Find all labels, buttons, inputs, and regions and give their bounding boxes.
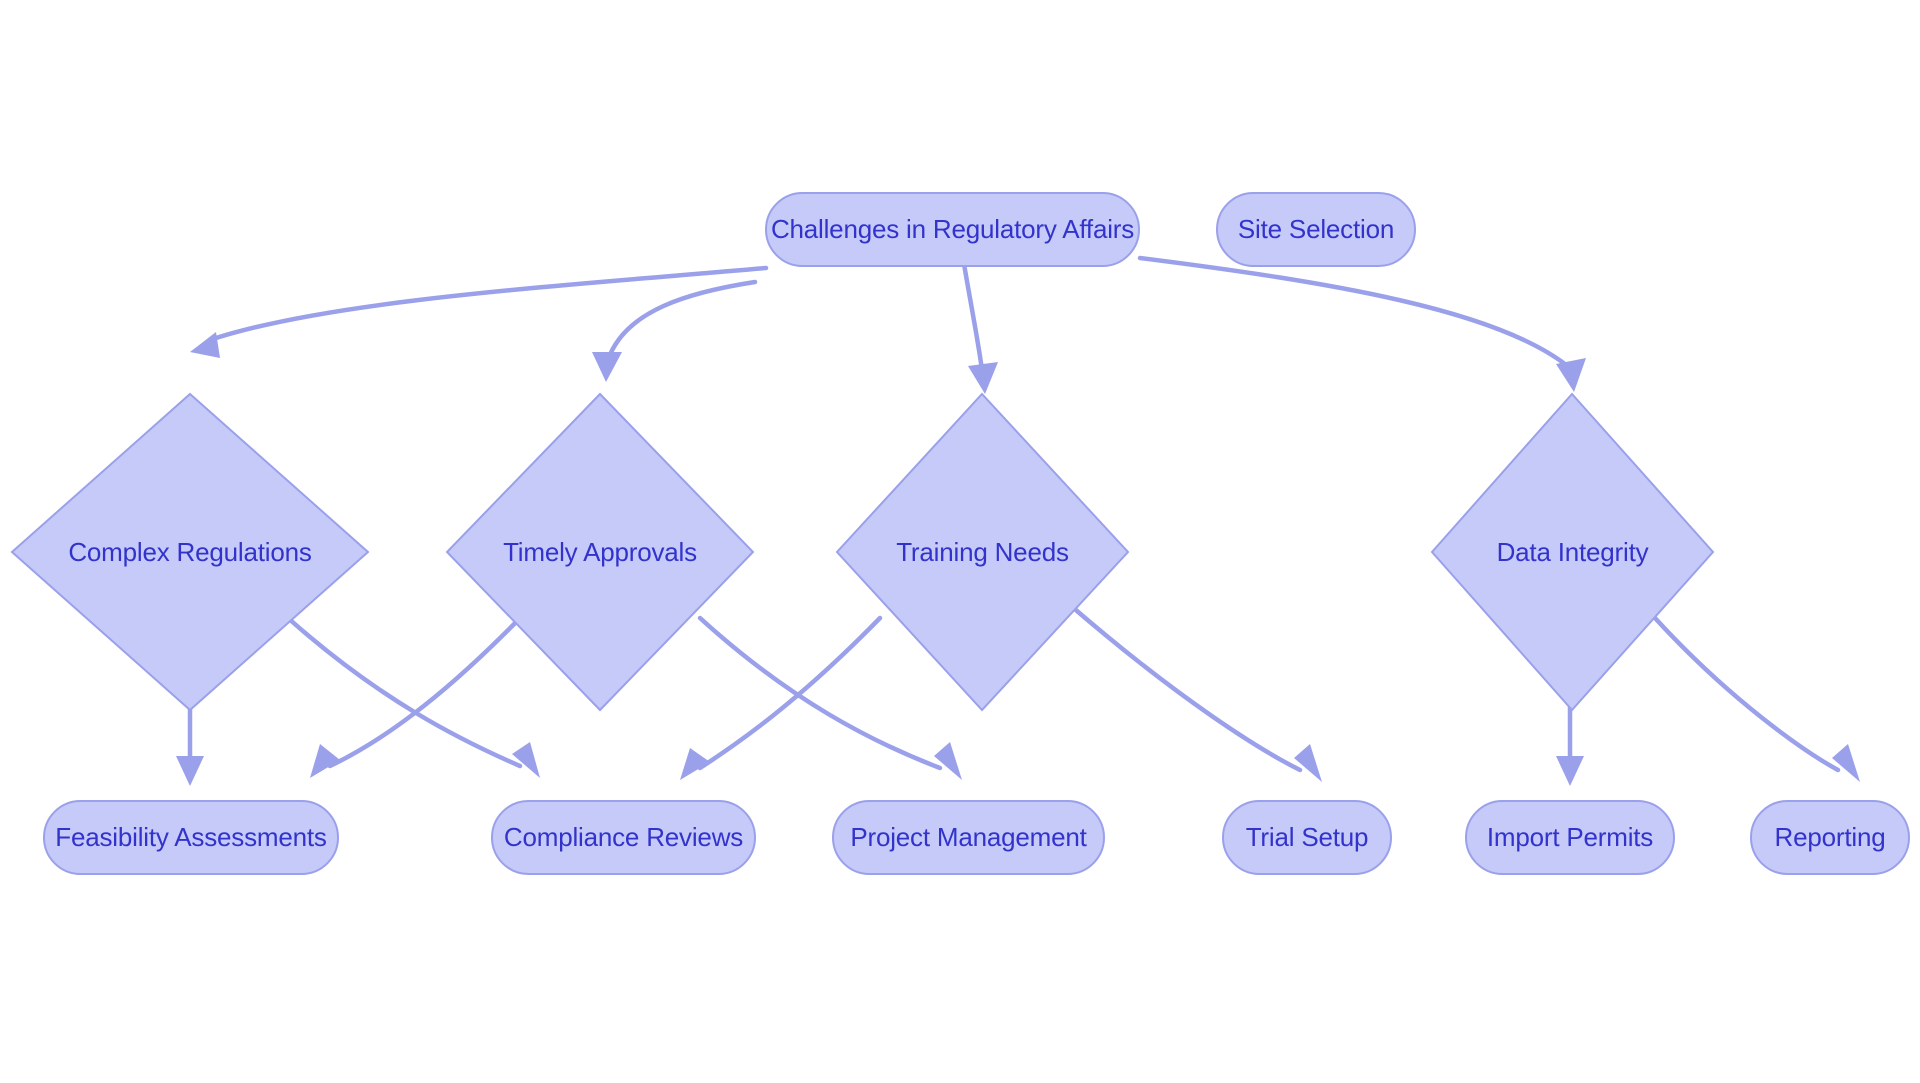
diamond-shape (445, 392, 755, 712)
edge-challenges-to-data-integrity (1137, 255, 1586, 392)
diamond-shape (10, 392, 370, 712)
node-data-integrity[interactable]: Data Integrity (1430, 392, 1715, 712)
edge-challenges-to-training-needs (960, 255, 998, 394)
node-project-management[interactable]: Project Management (832, 800, 1105, 875)
edge-challenges-to-complex-regulations (190, 265, 769, 358)
node-trial-setup[interactable]: Trial Setup (1222, 800, 1392, 875)
node-label: Training Needs (896, 536, 1069, 567)
node-label: Trial Setup (1245, 822, 1369, 852)
node-reporting[interactable]: Reporting (1750, 800, 1910, 875)
node-label: Compliance Reviews (503, 822, 744, 852)
node-feasibility-assessments[interactable]: Feasibility Assessments (43, 800, 339, 875)
edge-timely-approvals-to-feasibility-assessments (310, 615, 523, 778)
node-label: Complex Regulations (68, 536, 312, 567)
node-import-permits[interactable]: Import Permits (1465, 800, 1675, 875)
edge-data-integrity-to-import-permits (1556, 697, 1584, 786)
edge-data-integrity-to-reporting (1652, 615, 1860, 782)
node-label: Data Integrity (1496, 536, 1649, 567)
node-site-selection[interactable]: Site Selection (1216, 192, 1416, 267)
diamond-shape (835, 392, 1130, 712)
node-label: Challenges in Regulatory Affairs (770, 214, 1135, 244)
node-training-needs[interactable]: Training Needs (835, 392, 1130, 712)
diamond-shape (1430, 392, 1715, 712)
node-compliance-reviews[interactable]: Compliance Reviews (491, 800, 756, 875)
edge-training-needs-to-trial-setup (1067, 602, 1322, 782)
node-timely-approvals[interactable]: Timely Approvals (445, 392, 755, 712)
node-label: Site Selection (1237, 214, 1395, 244)
node-label: Feasibility Assessments (55, 822, 327, 852)
node-label: Timely Approvals (503, 536, 697, 567)
edge-challenges-to-timely-approvals (592, 279, 758, 382)
node-complex-regulations[interactable]: Complex Regulations (10, 392, 370, 712)
node-label: Project Management (850, 822, 1087, 852)
node-label: Import Permits (1486, 822, 1654, 852)
edge-timely-approvals-to-project-management (697, 615, 962, 780)
edge-training-needs-to-compliance-reviews (680, 615, 883, 780)
node-challenges-in-regulatory-affairs[interactable]: Challenges in Regulatory Affairs (765, 192, 1140, 267)
node-label: Reporting (1774, 822, 1886, 852)
